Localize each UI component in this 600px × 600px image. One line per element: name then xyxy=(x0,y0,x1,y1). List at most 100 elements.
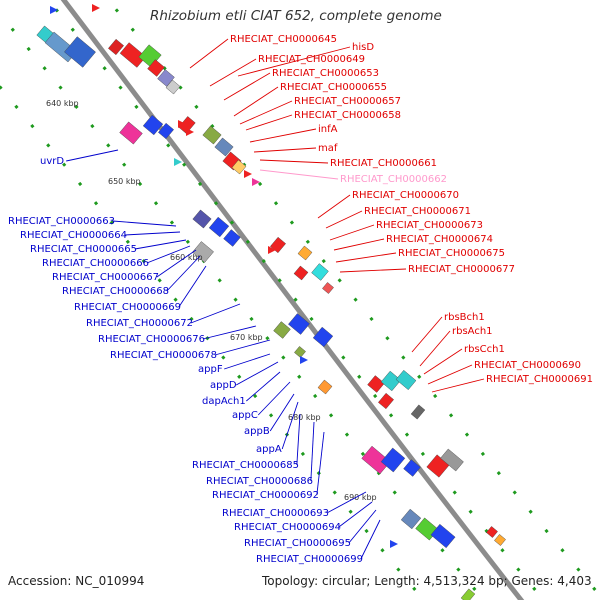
kbp-tick-label: 690 kbp xyxy=(344,493,377,502)
left-gene-label: RHECIAT_CH0000668 xyxy=(62,286,169,297)
right-leader-line xyxy=(237,46,351,77)
gene-block-24 xyxy=(293,265,309,281)
right-leader-line xyxy=(411,316,443,353)
left-gene-label: RHECIAT_CH0000685 xyxy=(192,460,299,471)
gene-block-18 xyxy=(208,216,230,238)
gene-block-4 xyxy=(119,42,147,68)
gene-block-9 xyxy=(119,121,143,145)
gene-block-22 xyxy=(297,245,313,261)
right-leader-line xyxy=(339,268,407,273)
right-gene-label: RHECIAT_CH0000671 xyxy=(364,206,471,217)
gene-block-33 xyxy=(395,369,417,391)
right-gene-label: RHECIAT_CH0000649 xyxy=(258,54,365,65)
left-leader-line xyxy=(296,413,301,466)
gene-block-27 xyxy=(288,313,310,335)
left-leader-line xyxy=(166,255,201,292)
gene-block-34 xyxy=(378,392,394,410)
left-leader-line xyxy=(134,239,187,250)
right-gene-label: hisD xyxy=(352,42,374,53)
right-leader-line xyxy=(245,114,293,131)
left-leader-line xyxy=(360,519,381,560)
left-leader-line xyxy=(156,249,197,278)
right-leader-line xyxy=(419,330,451,367)
right-leader-line xyxy=(189,38,229,69)
kbp-tick-label: 650 kbp xyxy=(108,177,141,186)
gene-block-17 xyxy=(192,209,212,229)
gene-block-26 xyxy=(273,321,291,339)
right-leader-line xyxy=(233,86,279,117)
kbp-tick-label: 670 kbp xyxy=(230,333,263,342)
right-gene-label: rbsBch1 xyxy=(444,312,485,323)
left-leader-line xyxy=(124,231,181,236)
left-leader-line xyxy=(316,431,325,496)
gene-arrow-5 xyxy=(252,178,260,186)
gene-block-46 xyxy=(460,588,476,600)
left-gene-label: RHECIAT_CH0000692 xyxy=(212,490,319,501)
gene-block-29 xyxy=(294,346,306,358)
left-leader-line xyxy=(269,393,295,432)
gene-block-35 xyxy=(410,404,426,420)
kbp-tick-label: 660 kbp xyxy=(170,253,203,262)
left-gene-label: uvrD xyxy=(40,156,64,167)
right-gene-label: infA xyxy=(318,124,338,135)
right-gene-label: RHECIAT_CH0000662 xyxy=(340,174,447,185)
left-gene-label: RHECIAT_CH0000678 xyxy=(110,350,217,361)
right-leader-line xyxy=(259,159,329,164)
gene-block-12 xyxy=(178,116,196,134)
left-leader-line xyxy=(66,149,119,162)
right-leader-line xyxy=(223,72,271,101)
gene-arrow-6 xyxy=(268,246,276,254)
left-leader-line xyxy=(310,421,315,482)
gene-block-2 xyxy=(64,36,96,68)
gene-block-36 xyxy=(361,445,391,475)
left-gene-label: appF xyxy=(198,364,223,375)
gene-arrow-1 xyxy=(92,4,100,12)
gene-block-44 xyxy=(486,526,498,538)
left-gene-label: RHECIAT_CH0000663 xyxy=(8,216,115,227)
right-leader-line xyxy=(253,147,317,153)
left-gene-label: appD xyxy=(210,380,237,391)
right-gene-label: RHECIAT_CH0000673 xyxy=(376,220,483,231)
right-leader-line xyxy=(325,210,363,229)
genome-title: Rhizobium etli CIAT 652, complete genome xyxy=(150,8,442,24)
gene-arrow-0 xyxy=(50,6,58,14)
left-gene-label: dapAch1 xyxy=(202,396,246,407)
left-gene-label: RHECIAT_CH0000667 xyxy=(52,272,159,283)
left-gene-label: RHECIAT_CH0000695 xyxy=(244,538,351,549)
left-leader-line xyxy=(202,325,257,340)
gene-block-37 xyxy=(380,447,406,473)
gene-block-25 xyxy=(322,282,334,294)
gene-arrow-3 xyxy=(186,128,194,136)
kbp-tick-label: 680 kbp xyxy=(288,413,321,422)
right-gene-label: RHECIAT_CH0000677 xyxy=(408,264,515,275)
right-gene-label: RHECIAT_CH0000674 xyxy=(386,234,493,245)
gene-block-8 xyxy=(165,79,181,95)
gene-arrow-2 xyxy=(178,120,186,128)
left-gene-label: RHECIAT_CH0000666 xyxy=(42,258,149,269)
right-gene-label: RHECIAT_CH0000691 xyxy=(486,374,593,385)
gene-block-23 xyxy=(311,263,329,281)
gene-block-19 xyxy=(223,229,241,247)
left-gene-label: RHECIAT_CH0000694 xyxy=(234,522,341,533)
topology-label: Topology: circular; Length: 4,513,324 bp… xyxy=(262,574,592,588)
right-gene-label: RHECIAT_CH0000675 xyxy=(398,248,505,259)
right-gene-label: RHECIAT_CH0000645 xyxy=(230,34,337,45)
left-leader-line xyxy=(190,303,241,324)
right-gene-label: RHECIAT_CH0000661 xyxy=(330,158,437,169)
gene-block-32 xyxy=(380,370,402,392)
left-gene-label: RHECIAT_CH0000669 xyxy=(74,302,181,313)
left-gene-label: RHECIAT_CH0000665 xyxy=(30,244,137,255)
right-leader-line xyxy=(317,194,351,219)
right-leader-line xyxy=(239,100,293,125)
left-leader-line xyxy=(224,353,271,370)
gene-block-31 xyxy=(367,375,385,393)
kbp-tick-label: 640 kbp xyxy=(46,99,79,108)
right-leader-line xyxy=(427,364,473,385)
right-gene-label: RHECIAT_CH0000653 xyxy=(272,68,379,79)
right-leader-line xyxy=(329,224,375,241)
left-leader-line xyxy=(281,401,299,450)
left-gene-label: RHECIAT_CH0000686 xyxy=(206,476,313,487)
left-leader-line xyxy=(214,339,271,356)
gene-block-16 xyxy=(231,159,247,175)
